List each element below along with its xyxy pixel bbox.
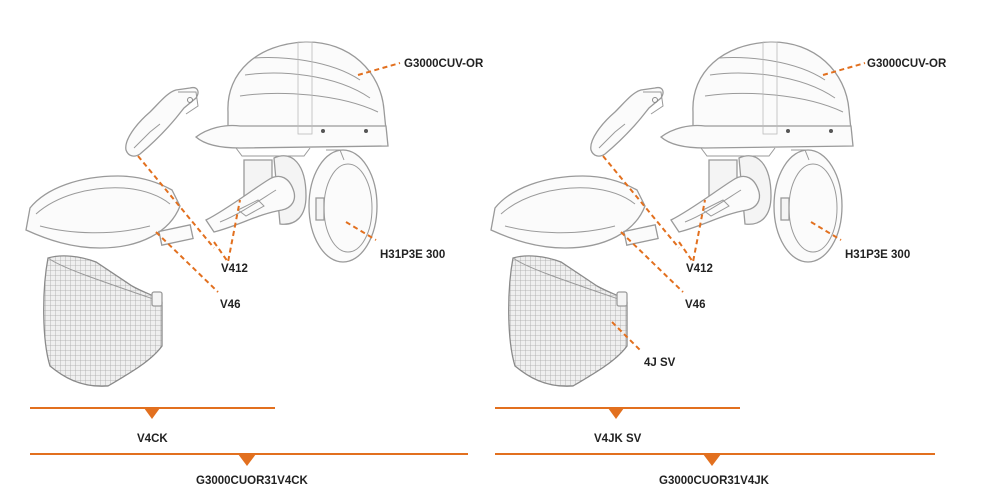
right-clip-leader: [602, 155, 680, 249]
left-short-bar-label: V4CK: [137, 433, 168, 445]
left-helmet-leader: [357, 62, 401, 76]
left-long-bar-marker: [238, 454, 256, 466]
left-assembly: G3000CUV-OR H31P3E 300 V412 V46 V4CK G30…: [25, 41, 484, 487]
right-helmet-leader: [822, 62, 866, 76]
right-mesh-label: 4J SV: [644, 357, 676, 369]
left-helmet-label: G3000CUV-OR: [404, 58, 484, 70]
right-mesh-leader: [611, 321, 641, 351]
right-short-bar-marker: [608, 408, 624, 419]
right-assembly: G3000CUV-OR H31P3E 300 V412 V46 4J SV V4…: [490, 41, 947, 487]
right-earmuff-leader: [810, 221, 842, 241]
right-long-bar-marker: [703, 454, 721, 466]
right-adapter-label: V412: [686, 263, 713, 275]
left-earmuff-label: H31P3E 300: [380, 249, 445, 261]
right-short-bar-label: V4JK SV: [594, 433, 642, 445]
left-earmuff-leader: [345, 221, 377, 241]
left-assembly-drawing: [25, 41, 389, 387]
left-clip-leader: [137, 155, 215, 249]
right-carrier-leader: [620, 231, 684, 293]
left-carrier-label: V46: [220, 299, 240, 311]
right-earmuff-label: H31P3E 300: [845, 249, 910, 261]
left-long-bar-label: G3000CUOR31V4CK: [196, 475, 309, 487]
left-carrier-leader: [155, 231, 219, 293]
right-carrier-label: V46: [685, 299, 705, 311]
left-adapter-label: V412: [221, 263, 248, 275]
right-assembly-drawing: [490, 41, 854, 387]
right-long-bar-label: G3000CUOR31V4JK: [659, 475, 770, 487]
right-helmet-label: G3000CUV-OR: [867, 58, 947, 70]
left-short-bar-marker: [144, 408, 160, 419]
